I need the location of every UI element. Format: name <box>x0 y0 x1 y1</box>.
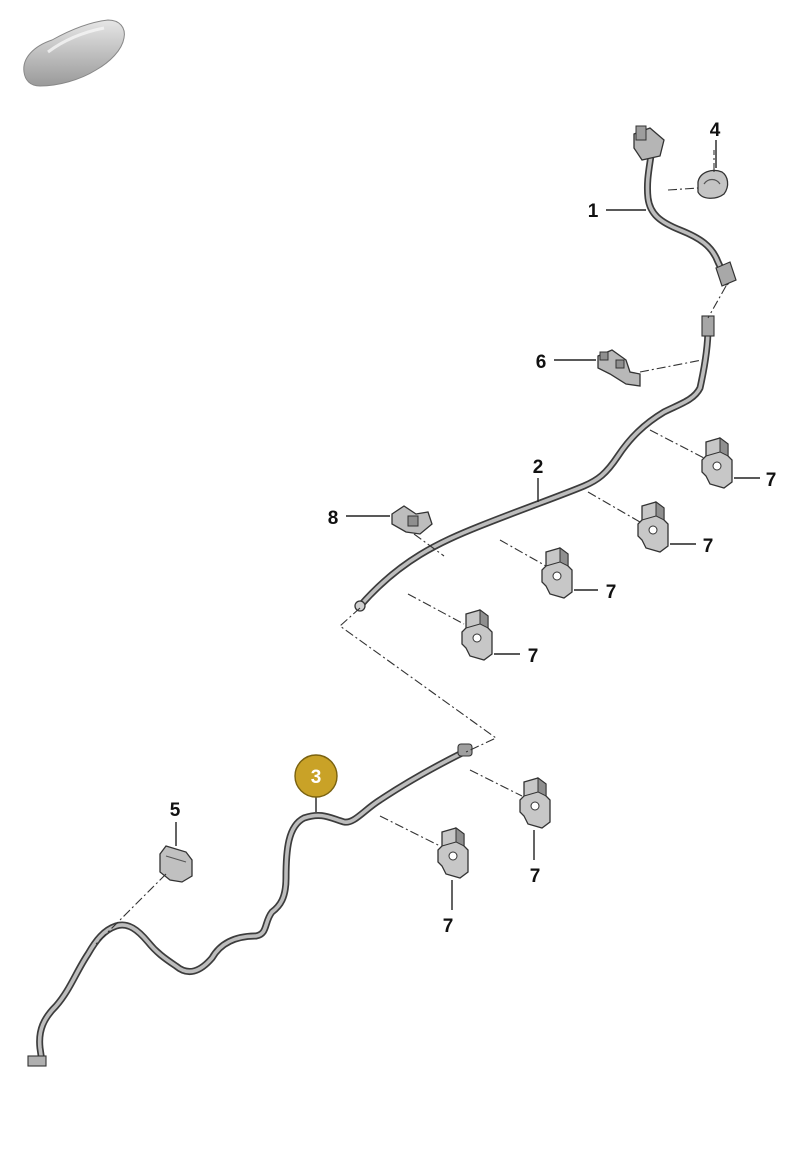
callout-2[interactable]: 2 <box>533 457 544 478</box>
callout-7[interactable]: 7 <box>703 536 714 557</box>
clip-part-7-b[interactable] <box>637 501 669 553</box>
grommet-part-4[interactable] <box>697 169 729 199</box>
callout-7[interactable]: 7 <box>766 470 777 491</box>
callout-7[interactable]: 7 <box>443 916 454 937</box>
pipe-part-3[interactable] <box>27 743 473 1067</box>
callout-6[interactable]: 6 <box>536 352 547 373</box>
callout-5[interactable]: 5 <box>170 800 181 821</box>
callout-1[interactable]: 1 <box>588 201 599 222</box>
callout-7[interactable]: 7 <box>530 866 541 887</box>
clip-part-7-d[interactable] <box>461 609 493 661</box>
callout-4[interactable]: 4 <box>710 120 721 141</box>
clip-part-7-e[interactable] <box>519 777 551 829</box>
callout-3[interactable]: 3 <box>311 767 322 788</box>
clip-part-7-f[interactable] <box>437 827 469 879</box>
callout-7[interactable]: 7 <box>528 646 539 667</box>
bracket-part-6[interactable] <box>597 349 641 387</box>
car-silhouette-icon[interactable] <box>23 19 125 87</box>
pipe-part-2[interactable] <box>354 315 715 612</box>
clip-part-7-a[interactable] <box>701 437 733 489</box>
callout-3-badge[interactable]: 3 <box>294 754 338 798</box>
callout-8[interactable]: 8 <box>328 508 339 529</box>
pipe-part-1[interactable] <box>633 125 737 287</box>
callout-7[interactable]: 7 <box>606 582 617 603</box>
clip-part-8[interactable] <box>391 505 433 535</box>
clip-part-5[interactable] <box>159 845 193 883</box>
clip-part-7-c[interactable] <box>541 547 573 599</box>
